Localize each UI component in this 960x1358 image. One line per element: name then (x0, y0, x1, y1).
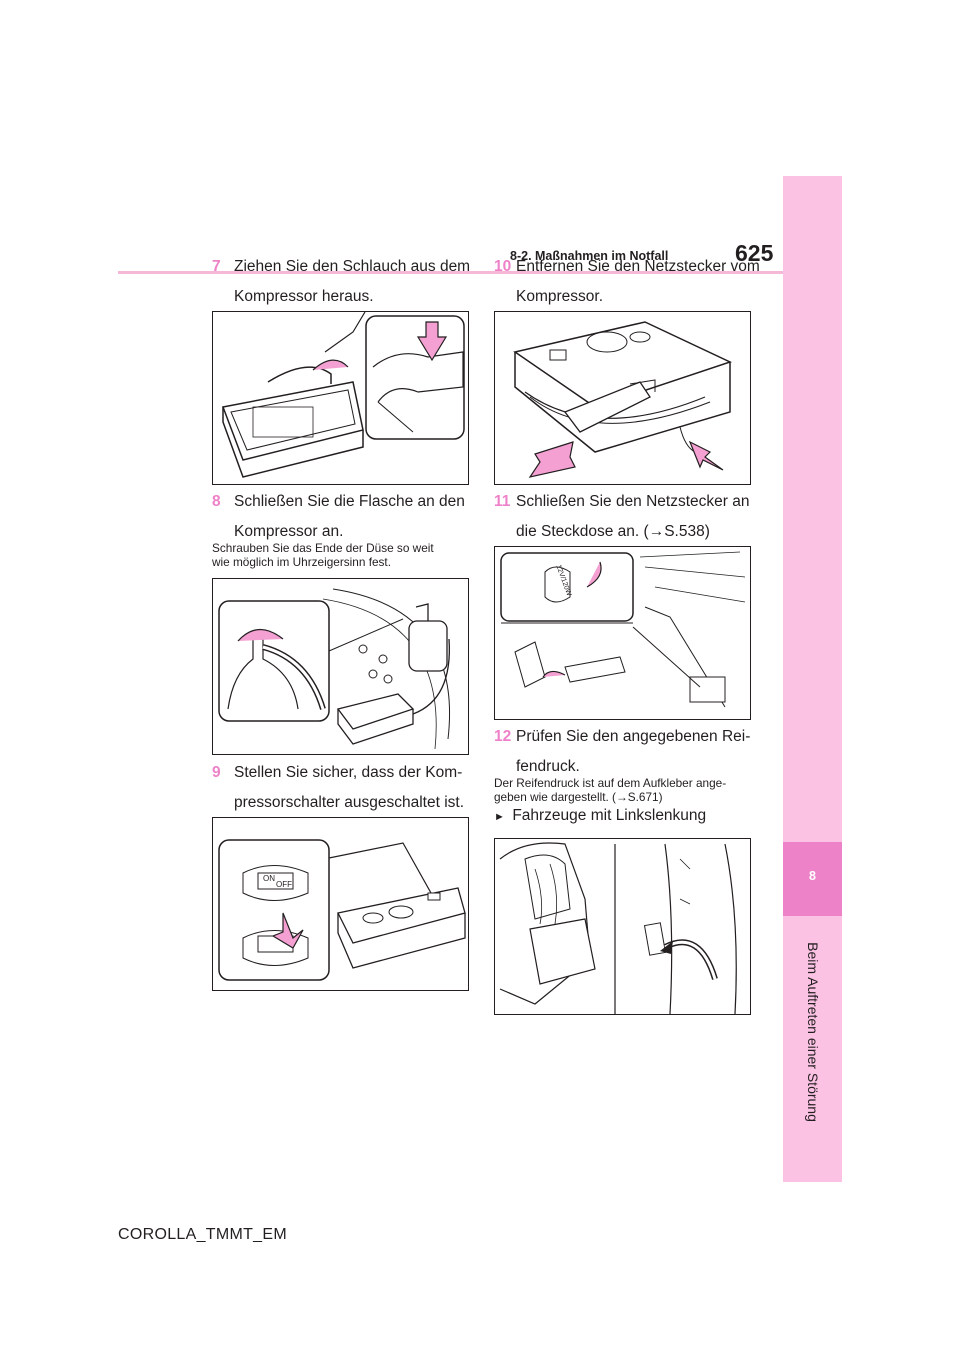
page-number: 625 (735, 240, 774, 266)
header-rule (118, 271, 783, 274)
figure-bottle-connect (212, 578, 469, 755)
step-8: 8 Schließen Sie die Flasche an den Kompr… (212, 487, 472, 547)
note-line2: wie möglich im Uhrzeigersinn fest. (212, 555, 391, 569)
step-text-line1: Prüfen Sie den angegebenen Rei- (516, 728, 751, 745)
step-7: 7 Ziehen Sie den Schlauch aus dem Kompre… (212, 252, 472, 312)
step-number: 11 (494, 493, 511, 510)
chapter-number-box (783, 842, 842, 916)
bullet-lhd: ► Fahrzeuge mit Linkslenkung (494, 806, 764, 827)
step-10: 10 Entfernen Sie den Netzstecker vom Kom… (494, 252, 764, 312)
section-title: 8-2. Maßnahmen im Notfall (510, 249, 669, 263)
step-text-line2: pressorschalter ausgeschaltet ist. (234, 794, 465, 811)
chapter-side-tab[interactable] (783, 176, 842, 1182)
figure-unplug-compressor (494, 311, 751, 485)
step-text-line2: Kompressor heraus. (234, 288, 374, 305)
chapter-number: 8 (809, 869, 816, 883)
step-text-line1: Schließen Sie die Flasche an den (234, 493, 465, 510)
bullet-arrow-icon: ► (494, 811, 505, 823)
step-text-line2: Kompressor. (516, 288, 604, 305)
step-number: 9 (212, 764, 221, 781)
figure-hose-removal (212, 311, 469, 485)
step-text-line2: die Steckdose an. (→S.538) (516, 523, 710, 540)
step-text-line1: Ziehen Sie den Schlauch aus dem (234, 258, 471, 275)
figure-tire-label-door (494, 838, 751, 1015)
switch-label-off: OFF (276, 880, 292, 889)
step-12-note: Der Reifendruck ist auf dem Aufkleber an… (494, 776, 764, 804)
step-text-line2: fendruck. (516, 758, 580, 775)
step-number: 7 (212, 258, 221, 275)
step-8-note: Schrauben Sie das Ende der Düse so weit … (212, 541, 472, 569)
step-9: 9 Stellen Sie sicher, dass der Kom- pres… (212, 758, 477, 818)
step-text-line1: Stellen Sie sicher, dass der Kom- (234, 764, 463, 781)
note-line2: geben wie dargestellt. (→S.671) (494, 790, 663, 804)
note-line1: Schrauben Sie das Ende der Düse so weit (212, 541, 434, 555)
step-text-line2: Kompressor an. (234, 523, 344, 540)
step-number: 12 (494, 728, 512, 745)
figure-switch-off: ON OFF (212, 817, 469, 991)
footer-document-code: COROLLA_TMMT_EM (118, 1226, 287, 1243)
step-text-line1: Schließen Sie den Netzstecker an (516, 493, 750, 510)
chapter-title: Beim Auftreten einer Störung (805, 942, 821, 1122)
note-line1: Der Reifendruck ist auf dem Aufkleber an… (494, 776, 727, 790)
bullet-text: Fahrzeuge mit Linkslenkung (512, 807, 707, 824)
figure-plug-socket: 12V/120W (494, 546, 751, 720)
step-11: 11 Schließen Sie den Netzstecker an die … (494, 487, 764, 547)
step-number: 8 (212, 493, 221, 510)
step-text-line1: Entfernen Sie den Netzstecker vom (516, 258, 760, 275)
switch-label-on: ON (263, 874, 275, 883)
step-12: 12 Prüfen Sie den angegebenen Rei- fendr… (494, 722, 764, 782)
step-number: 10 (494, 258, 512, 275)
